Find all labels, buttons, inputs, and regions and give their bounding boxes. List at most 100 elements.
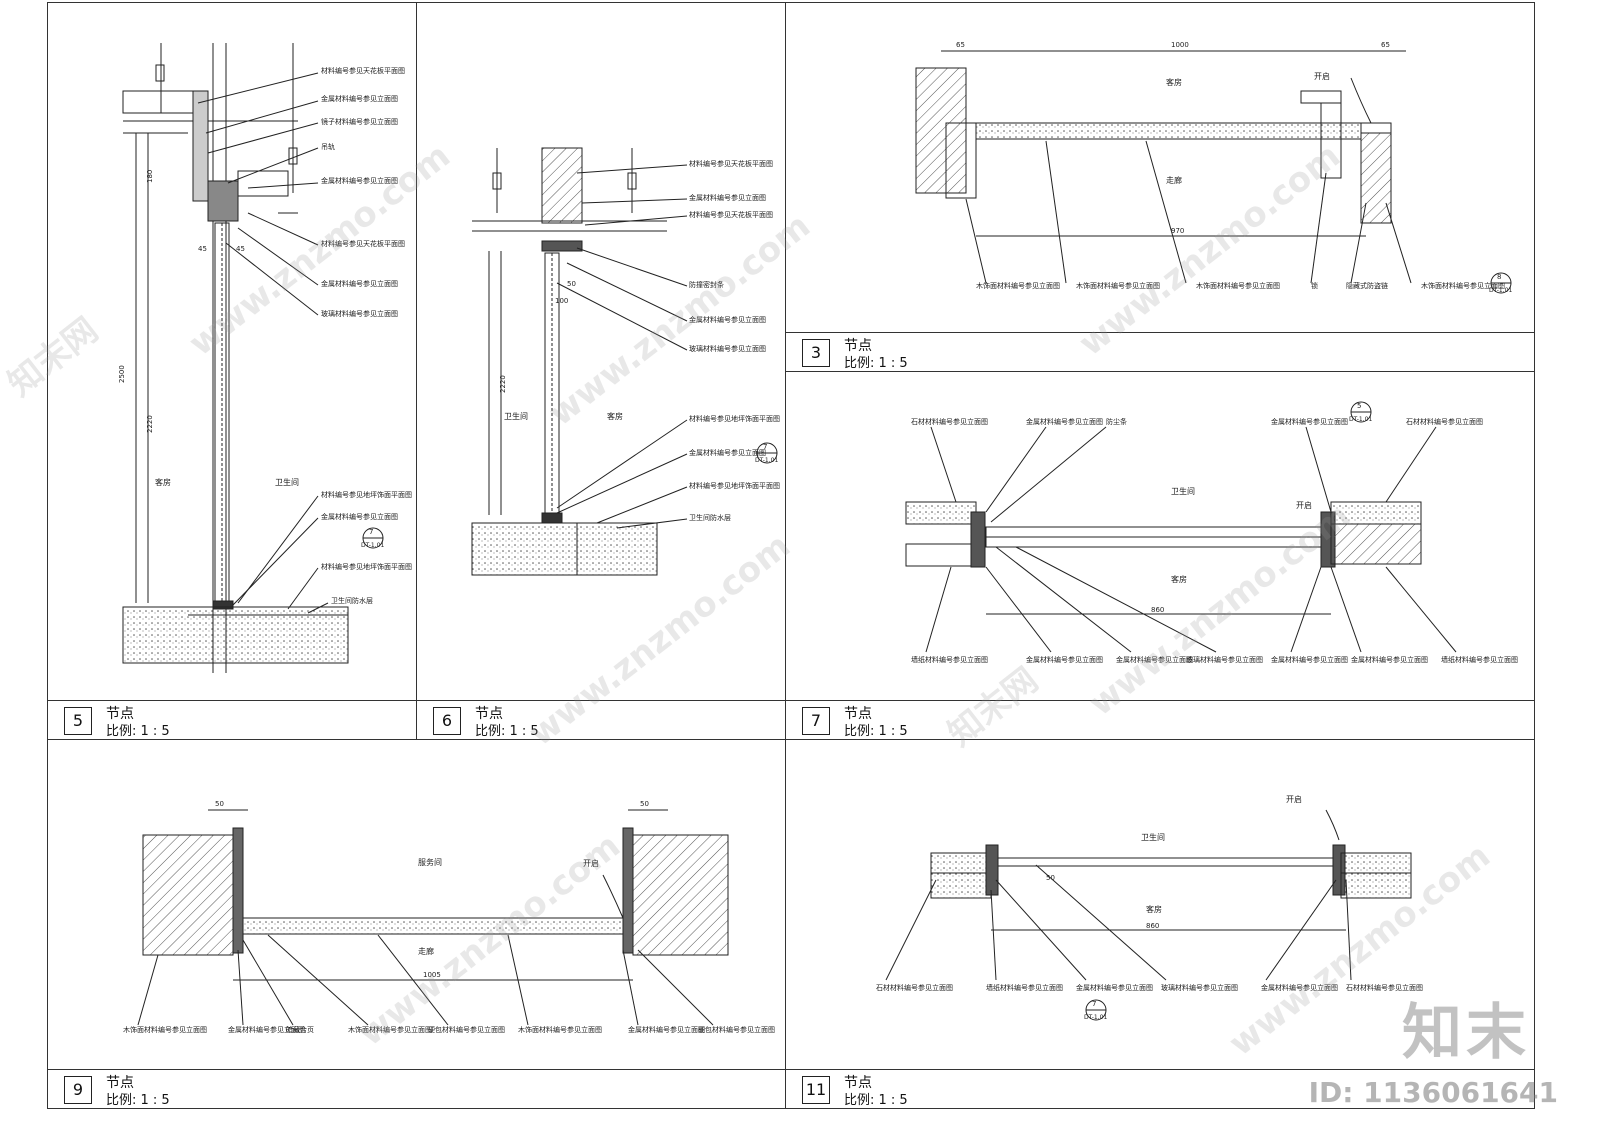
detail-panel-3: 65 1000 65 970 客房 走廊 开启 木饰面材料编号参见立面图 木饰面… (785, 2, 1535, 372)
room-label-corridor-9: 走廊 (418, 946, 434, 956)
dim-3-a: 65 (956, 41, 965, 49)
label-5-6: 材料编号参见天花板平面图 (321, 239, 405, 248)
detail-7-drawing: 石材材料编号参见立面图 金属材料编号参见立面图 防尘条 金属材料编号参见立面图 … (905, 401, 1518, 664)
dim-3-c: 65 (1381, 41, 1390, 49)
label-3-4: 锁 (1311, 281, 1318, 290)
ref-num-5: 7 (369, 528, 373, 536)
detail-name-5: 节点 (106, 706, 134, 722)
brand-logo: 知末 (1402, 998, 1530, 1068)
label-7-b5: 金属材料编号参见立面图 (1271, 655, 1348, 664)
label-9-7: 金属材料编号参见立面图 (628, 1025, 705, 1034)
room-label-bath-5: 卫生间 (275, 477, 299, 487)
label-11-4: 玻璃材料编号参见立面图 (1161, 983, 1238, 992)
dim-5-g: 2500 (118, 365, 126, 383)
label-7-t2: 金属材料编号参见立面图 (1026, 417, 1103, 426)
title-block-9: 9 节点 比例: 1 : 5 (48, 1069, 785, 1108)
label-5-2: 金属材料编号参见立面图 (321, 94, 398, 103)
open-label-11: 开启 (1286, 794, 1302, 804)
detail-5-drawing: 材料编号参见天花板平面图 金属材料编号参见立面图 镜子材料编号参见立面图 吊轨 … (118, 43, 412, 673)
detail-name-3: 节点 (844, 338, 872, 354)
detail-name-7: 节点 (844, 706, 872, 722)
detail-scale-7: 比例: 1 : 5 (844, 724, 908, 739)
label-11-1: 石材材料编号参见立面图 (876, 983, 953, 992)
detail-panel-9: 50 50 1005 服务间 走廊 开启 木饰面材料编号参见立面图 金属材料编号… (47, 739, 786, 1109)
label-11-3: 金属材料编号参见立面图 (1076, 983, 1153, 992)
label-5-5: 金属材料编号参见立面图 (321, 176, 398, 185)
label-3-5: 隐藏式防盗链 (1346, 281, 1388, 290)
detail-9-drawing: 50 50 1005 服务间 走廊 开启 木饰面材料编号参见立面图 金属材料编号… (123, 800, 775, 1034)
detail-panel-11: 卫生间 客房 开启 860 50 石材材料编号参见立面图 墙纸材料编号参见立面图… (785, 739, 1535, 1109)
label-6-2: 金属材料编号参见立面图 (689, 193, 766, 202)
detail-number-7: 7 (802, 707, 830, 735)
label-5-7: 金属材料编号参见立面图 (321, 279, 398, 288)
label-6-9: 材料编号参见地坪饰面平面图 (689, 481, 780, 490)
ref-sheet-11: DT-1.01 (1084, 1014, 1107, 1021)
label-3-1: 木饰面材料编号参见立面图 (976, 281, 1060, 290)
label-11-2: 墙纸材料编号参见立面图 (986, 983, 1063, 992)
label-5-9: 材料编号参见地坪饰面平面图 (321, 490, 412, 499)
label-7-t3: 防尘条 (1106, 417, 1127, 426)
dim-11-b: 860 (1146, 922, 1159, 930)
room-label-guest-7: 客房 (1171, 574, 1187, 584)
detail-number-3: 3 (802, 339, 830, 367)
detail-scale-5: 比例: 1 : 5 (106, 724, 170, 739)
label-6-10: 卫生间防水层 (689, 513, 731, 522)
ref-sheet-5: DT-1.01 (361, 542, 384, 549)
ref-sheet-6: DT-1.01 (755, 457, 778, 464)
room-label-bath-6: 卫生间 (504, 411, 528, 421)
label-7-t1: 石材材料编号参见立面图 (911, 417, 988, 426)
room-label-guest-11: 客房 (1146, 904, 1162, 914)
detail-number-5: 5 (64, 707, 92, 735)
detail-scale-9: 比例: 1 : 5 (106, 1093, 170, 1108)
ref-sheet-3: DT-1.01 (1489, 287, 1512, 294)
room-label-service-9: 服务间 (418, 857, 442, 867)
detail-name-9: 节点 (106, 1075, 134, 1091)
room-label-guest-3: 客房 (1166, 77, 1182, 87)
label-9-2: 金属材料编号参见立面图 (228, 1025, 305, 1034)
label-3-3: 木饰面材料编号参见立面图 (1196, 281, 1280, 290)
label-7-b6: 金属材料编号参见立面图 (1351, 655, 1428, 664)
ref-sheet-7: DT-1.01 (1349, 416, 1372, 423)
open-label-9: 开启 (583, 858, 599, 868)
detail-3-drawing: 65 1000 65 970 客房 走廊 开启 木饰面材料编号参见立面图 木饰面… (915, 41, 1512, 294)
label-6-3: 材料编号参见天花板平面图 (689, 210, 773, 219)
detail-scale-11: 比例: 1 : 5 (844, 1093, 908, 1108)
detail-scale-6: 比例: 1 : 5 (475, 724, 539, 739)
dim-5-e: 45 (236, 245, 245, 253)
label-7-t4: 金属材料编号参见立面图 (1271, 417, 1348, 426)
detail-number-6: 6 (433, 707, 461, 735)
label-7-b4: 玻璃材料编号参见立面图 (1186, 655, 1263, 664)
label-7-b2: 金属材料编号参见立面图 (1026, 655, 1103, 664)
room-label-bath-7: 卫生间 (1171, 486, 1195, 496)
detail-6-drawing: 材料编号参见天花板平面图 金属材料编号参见立面图 材料编号参见天花板平面图 防撞… (471, 147, 780, 576)
label-9-5: 硬包材料编号参见立面图 (428, 1025, 505, 1034)
dim-6-e: 2220 (499, 375, 507, 393)
label-6-6: 玻璃材料编号参见立面图 (689, 344, 766, 353)
dim-5-a: 180 (146, 170, 154, 183)
label-7-b1: 墙纸材料编号参见立面图 (911, 655, 988, 664)
label-9-1: 木饰面材料编号参见立面图 (123, 1025, 207, 1034)
dim-9-a: 50 (215, 800, 224, 808)
detail-panel-7: 石材材料编号参见立面图 金属材料编号参见立面图 防尘条 金属材料编号参见立面图 … (785, 371, 1535, 740)
open-label-3: 开启 (1314, 71, 1330, 81)
label-5-8: 玻璃材料编号参见立面图 (321, 309, 398, 318)
label-9-4: 木饰面材料编号参见立面图 (348, 1025, 432, 1034)
room-label-guest-5: 客房 (155, 477, 171, 487)
detail-number-11: 11 (802, 1076, 830, 1104)
detail-name-6: 节点 (475, 706, 503, 722)
ref-num-6: 7 (763, 443, 767, 451)
dim-9-c: 1005 (423, 971, 441, 979)
label-5-1: 材料编号参见天花板平面图 (321, 66, 405, 75)
room-label-corridor-3: 走廊 (1166, 175, 1182, 185)
dim-11-a: 50 (1046, 874, 1055, 882)
room-label-guest-6: 客房 (607, 411, 623, 421)
dim-6-c: 50 (567, 280, 576, 288)
title-block-3: 3 节点 比例: 1 : 5 (786, 332, 1534, 371)
label-11-5: 金属材料编号参见立面图 (1261, 983, 1338, 992)
title-block-7: 7 节点 比例: 1 : 5 (786, 700, 1534, 739)
label-9-3: 暗藏合页 (286, 1025, 314, 1034)
label-7-b3: 金属材料编号参见立面图 (1116, 655, 1193, 664)
label-6-5: 金属材料编号参见立面图 (689, 315, 766, 324)
label-5-10: 金属材料编号参见立面图 (321, 512, 398, 521)
